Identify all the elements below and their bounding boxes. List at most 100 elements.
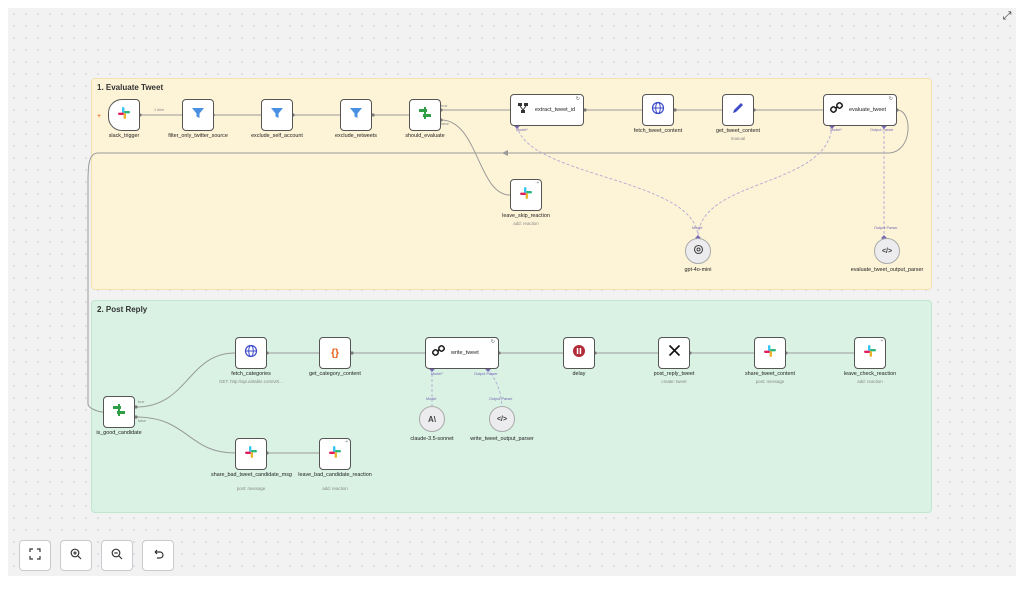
edge-false-tag: false (441, 122, 450, 126)
node-exclude-self-account[interactable] (261, 99, 293, 131)
group-title: 2. Post Reply (97, 305, 148, 314)
port-output-parser-label: Output Parser (474, 372, 498, 376)
node-label: share_tweet_content (744, 371, 796, 377)
node-title: evaluate_tweet (849, 107, 886, 113)
node-filter-only-twitter-source[interactable] (182, 99, 214, 131)
zoom-out-button[interactable] (101, 540, 133, 571)
fullscreen-expand-icon[interactable]: ⤢ (1002, 9, 1012, 22)
node-label: post_reply_tweet (653, 371, 695, 377)
slack-icon (763, 344, 777, 363)
node-label: fetch_categories (231, 371, 271, 377)
port-model-label: Model* (516, 128, 528, 132)
x-logo-icon (668, 344, 681, 362)
node-gpt-4o-mini[interactable] (685, 238, 711, 264)
node-label: slack_trigger (108, 133, 140, 139)
node-claude-3-5-sonnet[interactable]: A\ (419, 406, 445, 432)
node-slack-trigger[interactable] (108, 99, 140, 131)
fit-view-icon (29, 548, 41, 563)
node-label: leave_skip_reaction (502, 213, 550, 219)
node-delay[interactable] (563, 337, 595, 369)
node-share-bad-tweet-candidate-msg[interactable] (235, 438, 267, 470)
arrow-icon: ➝ (343, 439, 348, 445)
undo-icon (152, 548, 164, 563)
port-output-parser-label: Output Parser (874, 226, 898, 230)
node-label: evaluate_tweet_output_parser (850, 267, 924, 273)
node-share-tweet-content[interactable] (754, 337, 786, 369)
slack-icon (117, 106, 131, 125)
node-subtitle: post: message (236, 486, 266, 491)
globe-icon (651, 101, 665, 120)
braces-icon: {} (331, 347, 339, 359)
globe-icon (244, 344, 258, 363)
node-exclude-retweets[interactable] (340, 99, 372, 131)
pause-icon (572, 344, 586, 363)
refresh-icon: ↻ (575, 96, 580, 102)
workflow-canvas[interactable]: 1. Evaluate Tweet 2. Post Reply (8, 8, 1016, 576)
refresh-icon: ↻ (490, 339, 495, 345)
node-subtitle: add: reaction (322, 486, 348, 491)
node-label: should_evaluate (405, 133, 445, 139)
node-label: gpt-4o-mini (684, 267, 712, 273)
node-title: write_tweet (451, 350, 479, 356)
node-fetch-categories[interactable] (235, 337, 267, 369)
zoom-in-button[interactable] (60, 540, 92, 571)
filter-icon (191, 106, 205, 125)
canvas-controls (19, 540, 174, 571)
node-subtitle: create: tweet (661, 379, 687, 384)
filter-icon (270, 106, 284, 125)
node-leave-skip-reaction[interactable]: ➝ (510, 179, 542, 211)
edge-true-tag: true (138, 400, 145, 404)
edge-true-tag: true (441, 104, 448, 108)
zoom-in-icon (70, 548, 82, 563)
edge-false-tag: false (138, 419, 147, 423)
switch-icon (418, 106, 432, 125)
node-fetch-tweet-content[interactable] (642, 94, 674, 126)
port-model-label: Model* (830, 128, 842, 132)
arrow-icon: ➝ (534, 180, 539, 186)
switch-icon (112, 403, 126, 422)
node-extract-tweet-id[interactable]: extract_tweet_id ↻ (510, 94, 584, 126)
node-is-good-candidate[interactable] (103, 396, 135, 428)
node-leave-bad-candidate-reaction[interactable]: ➝ (319, 438, 351, 470)
slack-icon (244, 445, 258, 464)
anthropic-icon: A\ (428, 414, 436, 424)
node-get-tweet-content[interactable] (722, 94, 754, 126)
group-post-reply[interactable]: 2. Post Reply (91, 300, 932, 513)
node-title: extract_tweet_id (535, 107, 576, 113)
node-label: filter_only_twitter_source (168, 133, 228, 139)
group-title: 1. Evaluate Tweet (97, 83, 164, 92)
node-subtitle: add: reaction (857, 379, 883, 384)
node-evaluate-tweet-output-parser[interactable]: </> (874, 238, 900, 264)
zoom-to-fit-button[interactable] (19, 540, 51, 571)
port-model-label: Model* (431, 372, 443, 376)
node-label: delay (572, 371, 586, 377)
node-label: exclude_self_account (251, 133, 303, 139)
node-leave-check-reaction[interactable]: ➝ (854, 337, 886, 369)
node-label: claude-3.5-sonnet (410, 436, 454, 442)
node-label: leave_check_reaction (843, 371, 897, 377)
port-model-label: Model (692, 226, 703, 230)
slack-icon (328, 445, 342, 464)
workflow-icon (517, 101, 529, 119)
node-post-reply-tweet[interactable] (658, 337, 690, 369)
node-subtitle: add: reaction (513, 221, 539, 226)
reset-zoom-button[interactable] (142, 540, 174, 571)
port-output-parser-label: Output Parser (489, 397, 513, 401)
pencil-icon (731, 101, 745, 120)
node-should-evaluate[interactable] (409, 99, 441, 131)
zoom-out-icon (111, 548, 123, 563)
arrow-icon: ➝ (878, 338, 883, 344)
node-label: exclude_retweets (335, 133, 377, 139)
node-get-category-content[interactable]: {} (319, 337, 351, 369)
port-model-label: Model (426, 397, 437, 401)
node-label: fetch_tweet_content (633, 128, 683, 134)
slack-icon (863, 344, 877, 363)
node-evaluate-tweet[interactable]: evaluate_tweet ↻ (823, 94, 897, 126)
node-label: get_tweet_content (715, 128, 761, 134)
code-icon: </> (496, 415, 508, 423)
slack-icon (519, 186, 533, 205)
node-label: get_category_content (309, 371, 361, 377)
link-icon (829, 101, 844, 119)
node-write-tweet[interactable]: write_tweet ↻ (425, 337, 499, 369)
node-write-tweet-output-parser[interactable]: </> (489, 406, 515, 432)
